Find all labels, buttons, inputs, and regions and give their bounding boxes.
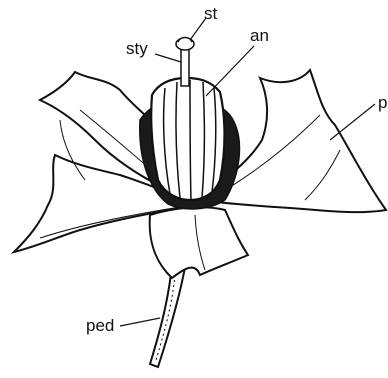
style	[181, 48, 189, 86]
leader-pedicel	[120, 318, 160, 326]
label-pedicel: ped	[86, 317, 114, 334]
label-stigma: st	[204, 5, 217, 22]
leader-anthers	[206, 46, 254, 96]
petal-lower-center	[150, 207, 248, 278]
stigma	[176, 38, 194, 51]
leader-style	[155, 54, 181, 62]
pedicel-stalk	[150, 262, 186, 367]
label-anthers: an	[250, 27, 269, 44]
label-style: sty	[126, 40, 148, 57]
label-petal: p	[378, 94, 387, 111]
leader-petal	[330, 104, 375, 140]
anther-column	[151, 78, 224, 200]
